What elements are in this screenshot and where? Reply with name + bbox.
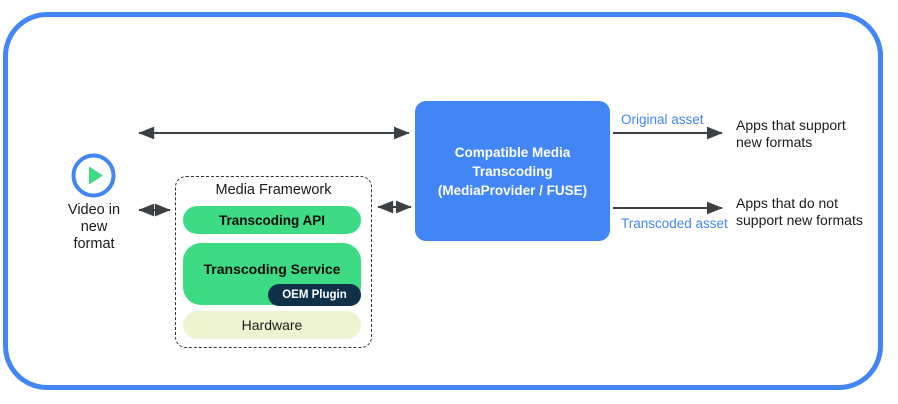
original-asset-label: Original asset bbox=[621, 112, 704, 127]
play-circle-icon bbox=[71, 153, 116, 198]
oem-plugin-badge: OEM Plugin bbox=[268, 284, 361, 306]
transcoding-api-block: Transcoding API bbox=[183, 206, 361, 234]
media-framework-title: Media Framework bbox=[215, 182, 332, 198]
outer-frame-border bbox=[3, 12, 883, 390]
compatible-media-transcoding-box: Compatible Media Transcoding (MediaProvi… bbox=[415, 101, 610, 241]
transcoded-asset-label: Transcoded asset bbox=[621, 216, 728, 231]
video-source-label: Video in new format bbox=[67, 202, 121, 252]
compatible-media-transcoding-label: Compatible Media Transcoding (MediaProvi… bbox=[437, 144, 588, 198]
apps-that-do-not-support-label: Apps that do not support new formats bbox=[736, 195, 863, 228]
hardware-block: Hardware bbox=[183, 311, 361, 339]
apps-that-support-label: Apps that support new formats bbox=[736, 117, 846, 150]
